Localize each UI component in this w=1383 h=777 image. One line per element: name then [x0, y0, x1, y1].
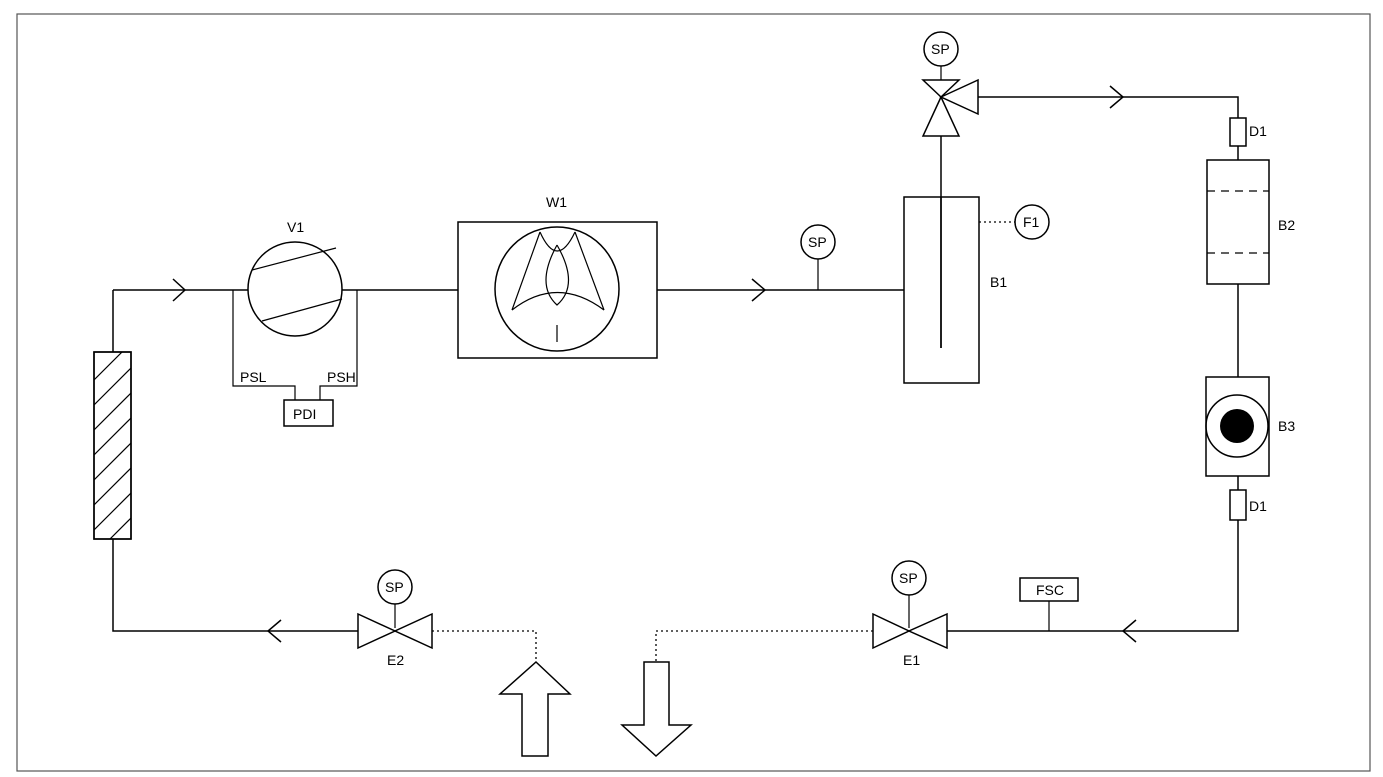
- e2-label: E2: [387, 652, 404, 668]
- piping: [112, 65, 1239, 632]
- flow-arrow-icon: [172, 278, 187, 302]
- down-arrow-icon: [620, 661, 693, 758]
- diagram-frame: [16, 13, 1371, 772]
- sp-line-sensor: SP: [800, 224, 836, 260]
- b3-label: B3: [1278, 418, 1295, 434]
- d1-bottom-label: D1: [1249, 498, 1267, 514]
- pdi-label: PDI: [293, 406, 316, 422]
- b1-label: B1: [990, 274, 1007, 290]
- filter-drier-icon: [1229, 117, 1247, 147]
- sight-glass-icon: [1205, 376, 1270, 477]
- compressor-icon: [247, 241, 343, 337]
- v1-label: V1: [287, 219, 304, 235]
- flow-arrow-icon: [751, 278, 767, 302]
- pdi-box: [283, 399, 334, 427]
- sp-e1-sensor: SP: [891, 560, 927, 596]
- psh-label: PSH: [327, 369, 356, 385]
- fsc-label: FSC: [1036, 582, 1064, 598]
- sp-e1-label: SP: [899, 570, 918, 586]
- flow-arrows: [172, 85, 1137, 643]
- d1-top-label: D1: [1249, 123, 1267, 139]
- e1-label: E1: [903, 652, 920, 668]
- fsc-box: [1019, 577, 1079, 602]
- flow-arrow-icon: [1109, 85, 1125, 109]
- f1-sensor: F1: [1014, 204, 1050, 240]
- filter-drier-icon: [1229, 489, 1247, 521]
- psl-label: PSL: [240, 369, 267, 385]
- b2-vessel: [1206, 159, 1270, 285]
- expansion-valve-icon: [872, 612, 948, 650]
- sp-line-label: SP: [808, 234, 827, 250]
- heat-exchanger-icon: [93, 351, 132, 540]
- three-way-valve-icon: [921, 78, 979, 137]
- sp-e2-sensor: SP: [377, 569, 413, 605]
- sp-e2-label: SP: [385, 579, 404, 595]
- f1-label: F1: [1023, 214, 1040, 230]
- w1-label: W1: [546, 194, 567, 210]
- b2-label: B2: [1278, 217, 1295, 233]
- flow-arrow-icon: [1121, 619, 1137, 643]
- flow-arrow-icon: [266, 619, 282, 643]
- sp-top-sensor: SP: [923, 31, 959, 67]
- sp-top-label: SP: [931, 41, 950, 57]
- fan-icon: [457, 221, 658, 359]
- up-arrow-icon: [498, 660, 572, 757]
